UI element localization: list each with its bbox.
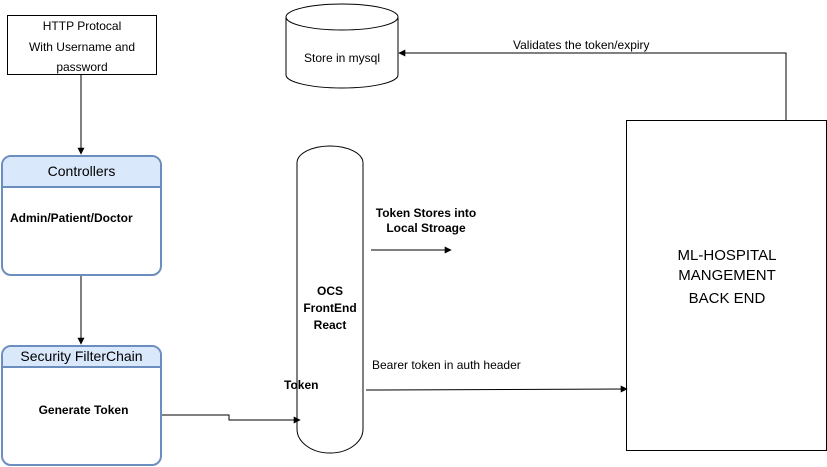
- mysql-store-cylinder: [285, 3, 399, 89]
- mysql-label: Store in mysql: [303, 51, 381, 65]
- http-line-3: password: [56, 60, 108, 74]
- frontend-line-1: OCS: [316, 284, 343, 298]
- security-filterchain-box: Security FilterChain Generate Token: [1, 345, 162, 466]
- frontend-line-3: React: [313, 318, 347, 332]
- http-line-1: HTTP Protocal: [42, 19, 122, 33]
- validates-edge-label: Validates the token/expiry: [513, 38, 650, 52]
- backend-to-mysql-edge: [398, 49, 787, 120]
- controllers-body: Admin/Patient/Doctor: [10, 211, 133, 225]
- backend-line-2: MANGEMENT: [678, 267, 776, 284]
- controllers-title: Controllers: [3, 157, 160, 188]
- frontend-label: OCS FrontEnd React: [297, 283, 363, 334]
- security-title: Security FilterChain: [3, 347, 160, 368]
- http-protocol-box: [7, 15, 157, 75]
- controllers-box: Controllers Admin/Patient/Doctor: [1, 155, 162, 276]
- http-line-2: With Username and: [28, 39, 136, 54]
- backend-box: [626, 120, 827, 451]
- frontend-line-2: FrontEnd: [303, 301, 357, 315]
- token-store-line-2: Local Stroage: [386, 221, 466, 235]
- backend-line-3: BACK END: [688, 290, 766, 307]
- http-protocol-label: HTTP Protocal With Username and password: [8, 16, 156, 78]
- security-body: Generate Token: [38, 403, 129, 417]
- token-store-line-1: Token Stores into: [375, 206, 477, 220]
- bearer-edge-label: Bearer token in auth header: [372, 358, 521, 372]
- token-edge-label: Token: [284, 378, 319, 392]
- frontend-cylinder: [296, 145, 364, 454]
- security-to-frontend-edge: [161, 414, 301, 424]
- backend-label: ML-HOSPITAL MANGEMENT BACK END: [627, 246, 827, 309]
- token-store-edge-label: Token Stores into Local Stroage: [368, 206, 484, 236]
- frontend-to-backend-edge: [365, 385, 628, 393]
- backend-line-1: ML-HOSPITAL: [677, 247, 777, 264]
